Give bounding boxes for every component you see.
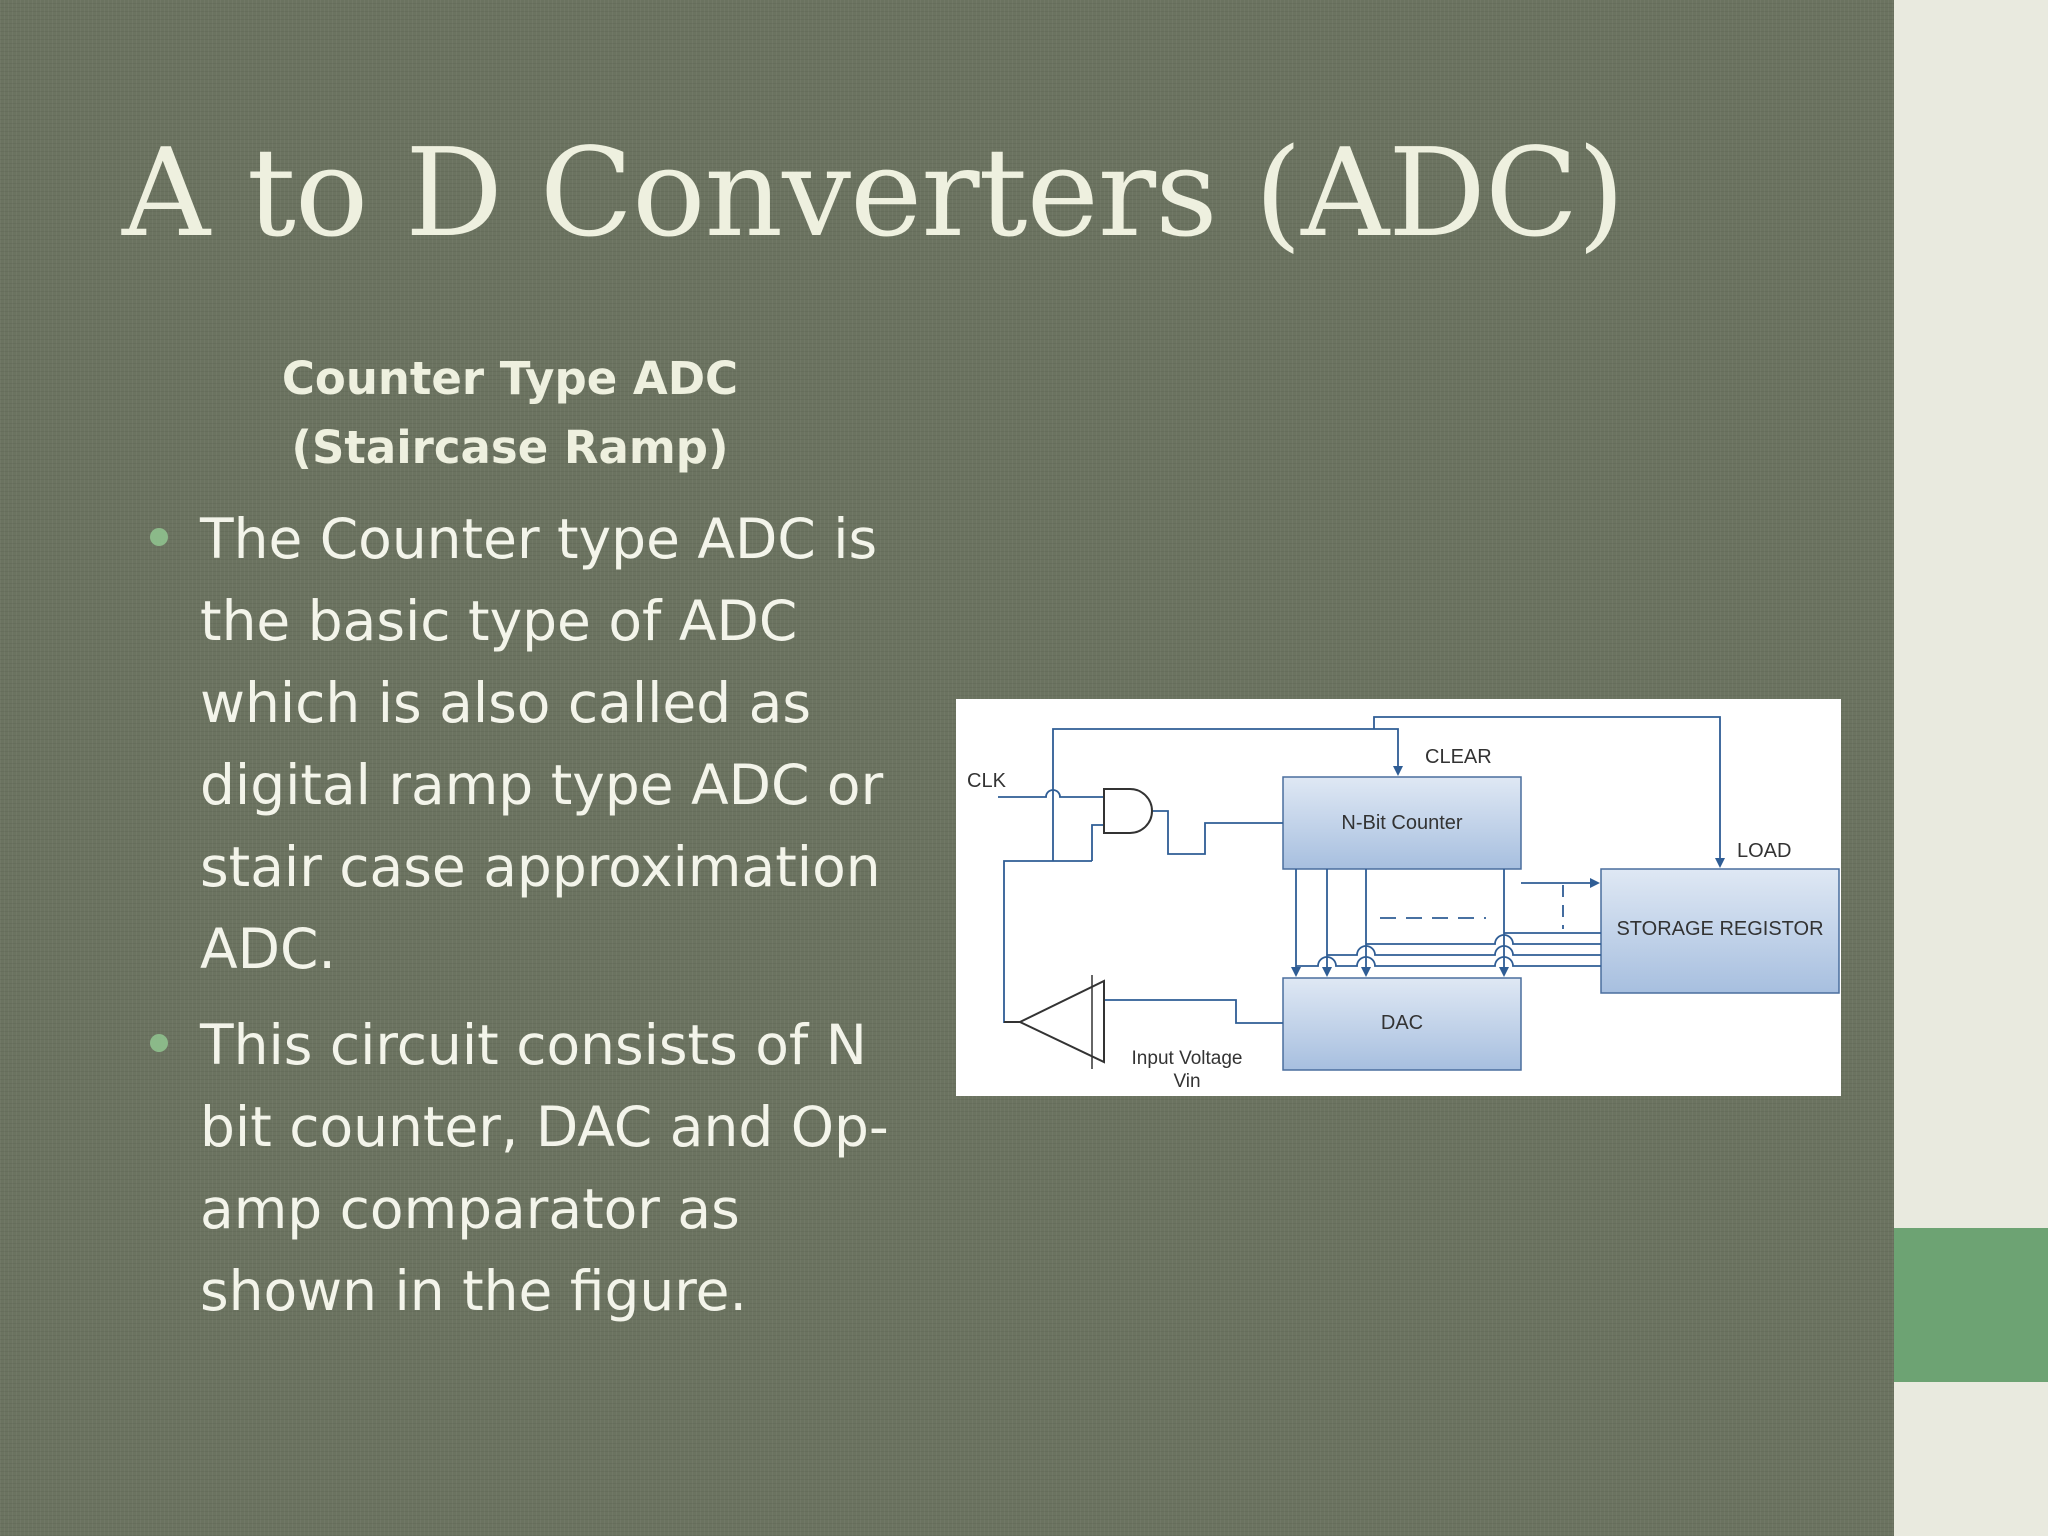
adc-circuit-diagram: N-Bit Counter STORAGE REGISTOR DAC CLK C… — [956, 699, 1841, 1096]
slide: A to D Converters (ADC) Counter Type ADC… — [0, 0, 1894, 1536]
storage-label: STORAGE REGISTOR — [1616, 918, 1823, 940]
clk-label: CLK — [967, 770, 1007, 792]
bullet-marker-icon — [150, 528, 168, 546]
dac-block — [1282, 977, 1522, 1071]
bullet-item: The Counter type ADC is the basic type o… — [150, 498, 910, 990]
counter-block — [1282, 776, 1522, 870]
bullet-text: This circuit consists of N bit counter, … — [200, 1013, 889, 1323]
side-accent-bar — [1894, 1228, 2048, 1382]
comparator-icon — [1017, 979, 1105, 1064]
slide-subtitle: Counter Type ADC (Staircase Ramp) — [281, 352, 739, 474]
vin-label: Vin — [1173, 1071, 1200, 1092]
bullet-marker-icon — [150, 1034, 168, 1052]
and-gate-icon — [1103, 788, 1153, 834]
bullet-item: This circuit consists of N bit counter, … — [150, 1004, 910, 1332]
storage-register-block — [1600, 868, 1840, 994]
slide-title: A to D Converters (ADC) — [122, 122, 1625, 264]
bullet-list: The Counter type ADC is the basic type o… — [150, 498, 910, 1346]
circuit-wires — [998, 716, 1725, 1049]
bullet-text: The Counter type ADC is the basic type o… — [200, 507, 884, 981]
input-voltage-label: Input Voltage — [1132, 1048, 1243, 1069]
load-label: LOAD — [1737, 840, 1791, 862]
circuit-svg: N-Bit Counter STORAGE REGISTOR DAC CLK C… — [967, 716, 1840, 1092]
dac-label: DAC — [1381, 1012, 1423, 1034]
counter-label: N-Bit Counter — [1341, 812, 1462, 834]
clear-label: CLEAR — [1425, 746, 1492, 768]
